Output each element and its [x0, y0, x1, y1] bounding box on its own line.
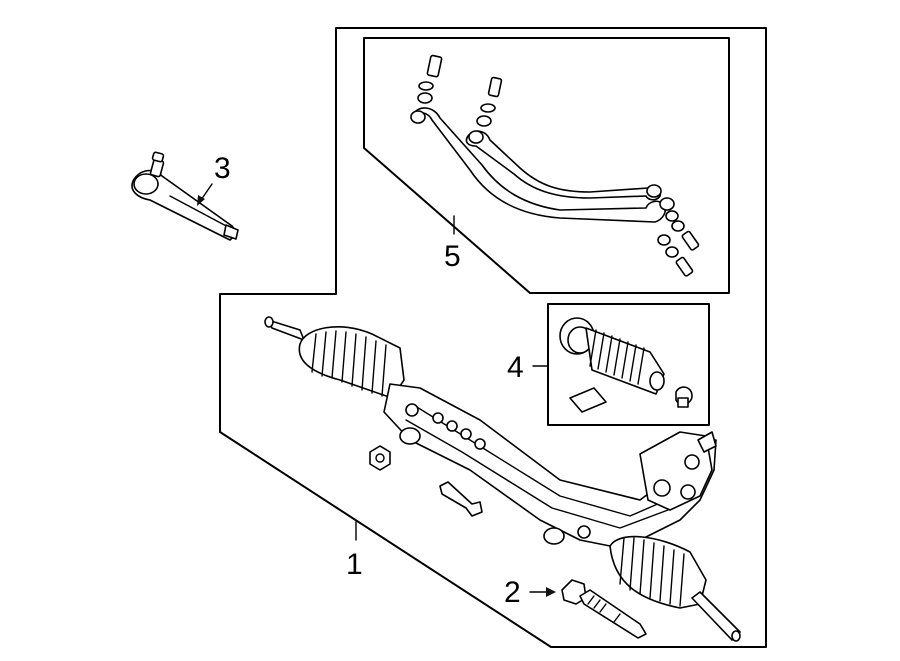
tie-rod-end — [131, 151, 239, 241]
pressure-hose-lines — [410, 54, 700, 277]
callout-3-leader — [197, 183, 213, 206]
callout-3: 3 — [214, 152, 231, 185]
steering-gear-rack — [264, 316, 741, 642]
callout-2-leader — [529, 587, 556, 597]
callout-2: 2 — [504, 576, 521, 609]
bellows-boot-kit — [559, 317, 693, 413]
assembly-outline — [219, 27, 767, 648]
callout-4: 4 — [507, 351, 524, 384]
hose-kit-box — [363, 37, 730, 294]
boot-kit-box — [547, 303, 710, 426]
callout-1: 1 — [346, 548, 363, 581]
inner-tie-rod — [561, 579, 647, 639]
callout-5: 5 — [444, 240, 461, 273]
